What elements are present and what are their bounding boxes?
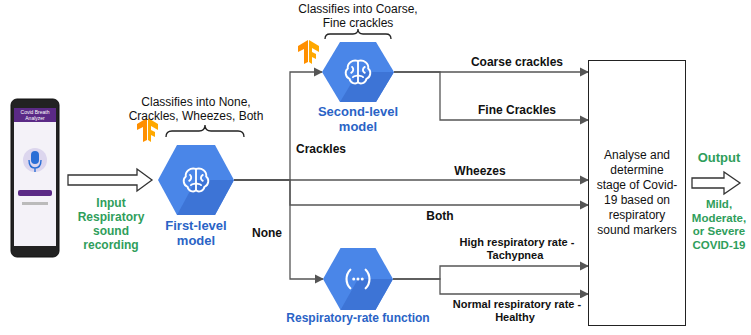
brain-strokes [184,169,209,192]
brain-strokes [346,61,371,84]
hexagon-fill [158,145,234,215]
output-result: Mild, Moderate, or Severe COVID-19 [689,198,749,252]
connector [234,72,322,180]
edge-label: None [250,226,288,240]
edge-label: Both [400,209,480,223]
record-button [18,190,52,196]
connector [394,72,588,120]
mic-body [31,151,39,164]
edge-label: Input Respiratory sound recording [64,196,158,252]
status-line [22,202,48,205]
classification-note: Classifies into None, Crackles, Wheezes,… [125,95,267,123]
edge-label: Crackles [294,142,364,156]
edge-label: Wheezes [440,164,520,178]
curly-bracket [166,125,244,137]
brain-outline [184,169,209,192]
edge-label: High respiratory rate - Tachypnea [446,236,586,262]
function-icon [341,262,375,296]
classification-note: Classifies into Coarse, Fine crackles [286,2,430,30]
connector [393,279,588,294]
phone-screen [14,108,56,246]
edge-label: Normal respiratory rate - Healthy [446,298,586,324]
edge-label-text: Fine Crackles [476,103,558,117]
dot [352,277,355,280]
connector [393,266,588,279]
edge-label-text: Both [424,209,455,223]
phone-frame [11,99,59,257]
hollow-arrow [692,172,740,194]
edge-label-text: Crackles [294,142,348,156]
phone-node: Covid Breath Analyzer [10,98,60,258]
edge-label-text: Wheezes [452,164,507,178]
app-title: Covid Breath Analyzer [15,109,55,121]
model-hexagon: Classifies into None, Crackles, Wheezes,… [158,145,234,215]
paren-left [347,270,351,289]
edge-label-text: None [250,226,284,240]
app-header [14,108,56,122]
tensorflow-logo [298,40,319,64]
hollow-arrow-connector [68,169,152,191]
process-box: Analyse and determine stage of Covid-19 … [588,60,686,326]
edge-label-text: Input Respiratory sound recording [78,196,145,252]
hexagon-fill [322,42,394,102]
model-hexagon: Respiratory-rate function [323,248,393,310]
model-hexagon: Classifies into Coarse, Fine cracklesSec… [322,42,394,102]
brain-folds [351,67,365,77]
connector [234,180,588,205]
phone-illustration [10,98,60,258]
paren-right [366,270,370,289]
mic-circle [23,148,47,172]
brain-icon [341,55,375,89]
output-label: Output [688,150,750,165]
edge-label-text: Normal respiratory rate - Healthy [451,298,581,323]
brain-folds [189,175,203,185]
edge-label-text: Coarse crackles [469,55,565,69]
edge-label: Coarse crackles [448,55,586,69]
edge-label-text: High respiratory rate - Tachypnea [458,236,575,261]
model-name: First-level model [146,218,246,248]
brain-outline [346,61,371,84]
curly-bracket [325,29,391,39]
model-name: Respiratory-rate function [268,311,448,326]
hexagon-fill [323,248,393,310]
brain-line [195,169,197,190]
dot [361,277,364,280]
model-name: Second-level model [308,104,408,134]
mic-stand [29,160,41,172]
hexagon-shade [340,72,394,102]
brain-icon [179,163,213,197]
edge-label: Fine Crackles [448,103,586,117]
dot [356,277,359,280]
connector [234,180,323,279]
box-text: Analyse and determine stage of Covid-19 … [595,148,679,238]
brain-line [357,61,359,82]
